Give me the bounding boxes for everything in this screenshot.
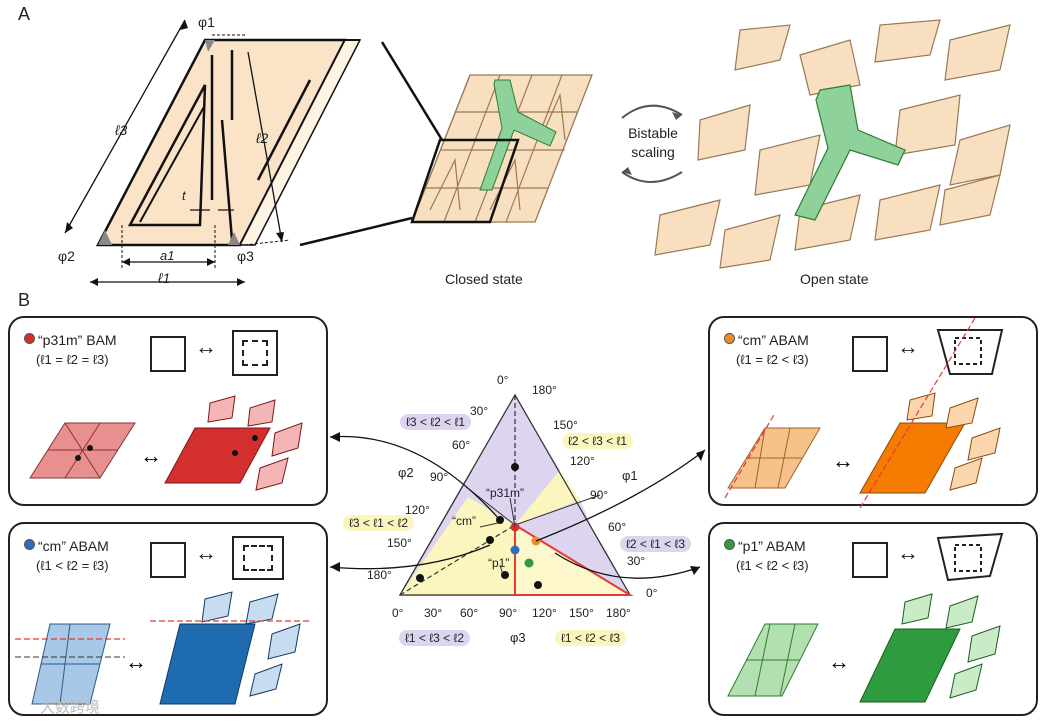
ternary-top-right-label: 180°	[532, 383, 557, 397]
ternary-top-left-label: 0°	[497, 373, 509, 387]
region-l2-l1-l3: ℓ2 < ℓ1 < ℓ3	[620, 536, 692, 552]
region-l3-l1-l2: ℓ3 < ℓ1 < ℓ2	[343, 515, 415, 531]
cm-orange-swap-icon: ↔	[897, 334, 919, 359]
cm-blue-condition: (ℓ1 < ℓ2 = ℓ3)	[36, 558, 109, 573]
cm-blue-title: “cm” ABAM	[24, 538, 109, 554]
p1-illustration: ↔	[727, 532, 1004, 703]
region-l3-l2-l1: ℓ3 < ℓ2 < ℓ1	[400, 414, 472, 430]
p1-swap-icon: ↔	[897, 540, 919, 565]
region-l1-l2-l3: ℓ1 < ℓ2 < ℓ3	[555, 630, 627, 646]
region-l1-l3-l2: ℓ1 < ℓ3 < ℓ2	[399, 630, 471, 646]
cm-blue-illustration: ↔	[15, 591, 310, 705]
p31m-title: “p31m” BAM	[24, 332, 117, 348]
cm-orange-box: “cm” ABAM (ℓ1 = ℓ2 < ℓ3) ↔ ↔	[708, 316, 1038, 508]
cm-blue-box: “cm” ABAM (ℓ1 < ℓ2 = ℓ3) ↔ ↔	[8, 522, 328, 716]
svg-text:↔: ↔	[832, 448, 854, 473]
phi2-tick-30: 30°	[470, 404, 489, 418]
p1-title: “p1” ABAM	[724, 538, 806, 554]
label-t: t	[182, 188, 186, 203]
bistable-line-2: scaling	[631, 144, 675, 160]
phi3-tick-120: 120°	[532, 606, 557, 620]
label-l1: ℓ1	[158, 270, 171, 286]
p1-box: “p1” ABAM (ℓ1 < ℓ2 < ℓ3) ↔ ↔	[708, 522, 1038, 716]
p31m-box: “p31m” BAM (ℓ1 = ℓ2 = ℓ3) ↔ ↔	[8, 316, 328, 506]
watermark-text: 大数跨境	[40, 699, 101, 716]
bistable-label: Bistable scaling	[620, 124, 686, 162]
closed-state-caption: Closed state	[445, 271, 523, 287]
label-phi1-top: φ1	[198, 14, 215, 30]
p31m-swap-icon: ↔	[195, 334, 217, 359]
svg-text:↔: ↔	[125, 649, 147, 674]
p31m-dot	[24, 333, 35, 344]
point-label-p1: “p1”	[488, 556, 510, 570]
cm-blue-square-icon	[150, 542, 186, 578]
cm-blue-dot	[24, 539, 35, 550]
p31m-condition: (ℓ1 = ℓ2 = ℓ3)	[36, 352, 109, 367]
open-state-caption: Open state	[800, 271, 869, 287]
panel-a-letter: A	[18, 4, 31, 24]
phi2-tick-90: 90°	[430, 470, 449, 484]
panel-b-letter: B	[18, 290, 31, 310]
region-l2-l3-l1: ℓ2 < ℓ3 < ℓ1	[562, 433, 634, 449]
cm-orange-title: “cm” ABAM	[724, 332, 809, 348]
phi1-tick-60: 60°	[608, 520, 627, 534]
svg-text:↔: ↔	[828, 649, 850, 674]
phi3-tick-90: 90°	[499, 606, 518, 620]
phi3-tick-180: 180°	[606, 606, 631, 620]
p31m-illustration: ↔	[29, 395, 303, 491]
phi3-tick-150: 150°	[569, 606, 594, 620]
phi3-tick-30: 30°	[424, 606, 443, 620]
phi1-tick-120: 120°	[570, 454, 595, 468]
phi1-tick-90: 90°	[590, 488, 609, 502]
p31m-expanded-square-icon	[232, 330, 278, 376]
phi2-axis-label: φ2	[398, 465, 414, 480]
point-label-cm: “cm”	[452, 514, 476, 528]
phi1-axis-label: φ1	[622, 468, 638, 483]
phi2-tick-120: 120°	[405, 503, 430, 517]
phi2-tick-60: 60°	[452, 438, 471, 452]
phi1-tick-30: 30°	[627, 554, 646, 568]
point-label-p31m: “p31m”	[486, 486, 525, 500]
p1-dot	[724, 539, 735, 550]
label-l3: ℓ3	[115, 122, 128, 138]
phi2-tick-150: 150°	[387, 536, 412, 550]
cm-orange-square-icon	[852, 336, 888, 372]
phi3-tick-60: 60°	[460, 606, 479, 620]
phi1-tick-0: 0°	[646, 586, 658, 600]
p31m-square-icon	[150, 336, 186, 372]
p1-square-icon	[852, 542, 888, 578]
phi3-axis-label: φ3	[510, 630, 526, 645]
label-phi2: φ2	[58, 248, 75, 264]
p1-condition: (ℓ1 < ℓ2 < ℓ3)	[736, 558, 809, 573]
label-phi3: φ3	[237, 248, 254, 264]
cm-blue-swap-icon: ↔	[195, 540, 217, 565]
cm-orange-illustration: ↔	[724, 318, 1004, 508]
label-a1: a1	[160, 248, 175, 263]
cm-orange-dot	[724, 333, 735, 344]
cm-blue-expanded-square-icon	[232, 536, 284, 580]
phi2-tick-180: 180°	[367, 568, 392, 582]
svg-text:↔: ↔	[140, 443, 162, 468]
bistable-line-1: Bistable	[628, 125, 678, 141]
label-l2: ℓ2	[256, 130, 269, 146]
phi1-tick-150: 150°	[553, 418, 578, 432]
phi3-tick-0: 0°	[392, 606, 404, 620]
cm-orange-condition: (ℓ1 = ℓ2 < ℓ3)	[736, 352, 809, 367]
